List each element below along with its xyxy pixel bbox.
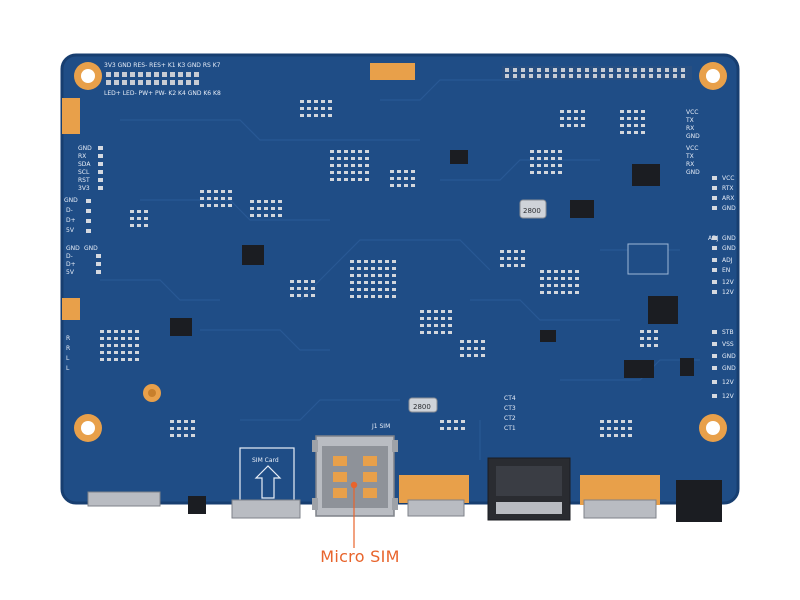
callout-pointer [350, 481, 358, 548]
ct-labels: CT4 CT3 CT2 CT1 [504, 395, 516, 432]
svg-text:5V: 5V [66, 227, 75, 234]
svg-text:RTX: RTX [722, 185, 734, 192]
svg-text:D+: D+ [66, 261, 76, 268]
ic-chip-5 [450, 150, 468, 164]
svg-text:RX: RX [686, 161, 694, 168]
svg-text:SIM Card: SIM Card [252, 457, 279, 464]
right-col-labels: VCC RTX ARX GND [722, 175, 736, 212]
right-top-header-pins [505, 68, 685, 78]
svg-text:GND: GND [722, 205, 736, 212]
mounting-holes [74, 62, 727, 442]
hdmi-port [407, 499, 465, 517]
left-connector [87, 491, 161, 507]
top-header-label-1: 3V3 GND RES- RES+ K1 K3 GND RS K7 [104, 62, 221, 69]
left-usb-labels: GND D- D+ 5V [64, 197, 78, 234]
svg-text:GND: GND [722, 365, 736, 372]
j1-sim-label: J1 SIM [371, 423, 390, 430]
svg-text:EN: EN [722, 267, 730, 274]
crystal-1: 2800 [519, 199, 547, 219]
svg-text:GND: GND [84, 245, 98, 252]
svg-text:TX: TX [685, 153, 694, 160]
svg-text:GND: GND [722, 245, 736, 252]
svg-text:VCC: VCC [686, 109, 698, 116]
svg-text:CT2: CT2 [504, 415, 516, 422]
ic-chip-1 [570, 200, 594, 218]
svg-text:VCC: VCC [686, 145, 698, 152]
pcb-traces [100, 79, 700, 460]
svg-text:GND: GND [66, 245, 80, 252]
svg-text:3V3: 3V3 [78, 185, 90, 192]
ic-chips [170, 150, 694, 378]
svg-text:ARX: ARX [722, 195, 734, 202]
svg-text:ADJ: ADJ [722, 257, 733, 264]
svg-text:CT3: CT3 [504, 405, 516, 412]
svg-text:STB: STB [722, 329, 734, 336]
ic-chip-4 [242, 245, 264, 265]
bottom-ports [87, 457, 722, 522]
svg-text:12V: 12V [722, 279, 735, 286]
svg-text:GND: GND [686, 169, 700, 176]
right-uart-b-labels: VCC TX RX GND [685, 145, 700, 176]
crystal-2: 2800 [408, 397, 438, 413]
svg-text:L: L [66, 365, 70, 372]
svg-text:GND: GND [722, 353, 736, 360]
svg-text:RST: RST [78, 177, 90, 184]
ic-chip-9 [680, 358, 694, 376]
svg-text:12V: 12V [722, 379, 735, 386]
svg-text:RX: RX [686, 125, 694, 132]
ic-chip-3 [648, 296, 678, 324]
svg-text:2800: 2800 [413, 403, 431, 411]
usb-port [231, 499, 301, 519]
ic-chip-2 [632, 164, 660, 186]
ic-chip-8 [540, 330, 556, 342]
svg-text:CT1: CT1 [504, 425, 516, 432]
svg-text:CT4: CT4 [504, 395, 516, 402]
left-audio-labels: R R L L [66, 335, 70, 372]
audio-jack [188, 496, 206, 514]
svg-text:D-: D- [66, 253, 73, 260]
svg-text:VCC: VCC [722, 175, 734, 182]
svg-text:GND: GND [78, 145, 92, 152]
right-lower-labels: STB VSS GND GND 12V 12V [722, 329, 736, 400]
svg-text:RX: RX [78, 153, 86, 160]
ic-chip-6 [624, 360, 654, 378]
pcb-board [60, 53, 740, 505]
usb-port-2 [583, 499, 657, 519]
left-pads [86, 146, 103, 274]
svg-text:TX: TX [685, 117, 694, 124]
svg-text:D+: D+ [66, 217, 76, 224]
svg-text:VSS: VSS [722, 341, 734, 348]
svg-text:SDA: SDA [78, 161, 91, 168]
micro-sim-socket [312, 435, 398, 517]
svg-text:12V: 12V [722, 393, 735, 400]
svg-text:R: R [66, 335, 70, 342]
ic-chip-7 [170, 318, 192, 336]
left-uart-labels: GND RX SDA SCL RST 3V3 [78, 145, 92, 192]
svg-text:D-: D- [66, 207, 73, 214]
smd-components [100, 100, 658, 437]
svg-text:R: R [66, 345, 70, 352]
right-pads [712, 176, 717, 398]
top-header-label-2: LED+ LED- PW+ PW- K2 K4 GND K6 K8 [104, 90, 221, 97]
callout-label: Micro SIM [320, 547, 400, 566]
right-uart-a-labels: VCC TX RX GND [685, 109, 700, 140]
svg-text:GND: GND [686, 133, 700, 140]
svg-text:GND: GND [64, 197, 78, 204]
svg-text:5V: 5V [66, 269, 75, 276]
dc-jack [676, 480, 722, 522]
svg-text:SCL: SCL [78, 169, 90, 176]
svg-text:GND: GND [722, 235, 736, 242]
svg-text:L: L [66, 355, 70, 362]
svg-text:12V: 12V [722, 289, 735, 296]
svg-text:2800: 2800 [523, 207, 541, 215]
left-usb2-labels: GND GND D- D+ 5V [66, 245, 98, 276]
display-connector [627, 243, 669, 275]
